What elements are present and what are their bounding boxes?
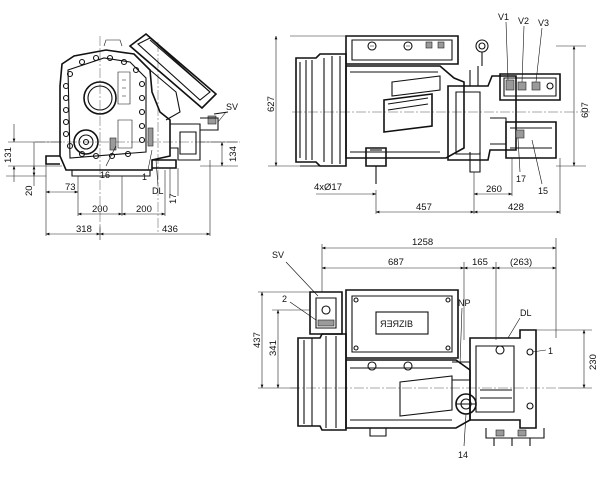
dim-318: 318: [76, 224, 92, 235]
label-dl-side: DL: [152, 186, 164, 196]
dim-73: 73: [65, 182, 76, 193]
label-14: 14: [458, 450, 468, 460]
label-17-front: 17: [516, 174, 526, 184]
dim-457: 457: [416, 202, 432, 213]
side-view: 131 20 134 17 73 200 200 318 436 16 1: [3, 32, 240, 240]
dim-428: 428: [508, 202, 524, 213]
label-v1: V1: [498, 12, 509, 22]
dim-607: 607: [580, 102, 591, 118]
label-15: 15: [538, 186, 548, 196]
dim-230: 230: [588, 354, 599, 370]
label-v2: V2: [518, 16, 529, 26]
dim-1258: 1258: [412, 237, 433, 248]
label-np: NP: [458, 298, 471, 308]
label-sv-side: SV: [226, 102, 238, 112]
label-dl-top: DL: [520, 308, 532, 318]
dim-437: 437: [252, 332, 263, 348]
dim-holes: 4xØ17: [314, 182, 342, 193]
label-1-side: 1: [142, 172, 147, 182]
dim-687: 687: [388, 257, 404, 268]
label-16: 16: [100, 170, 110, 180]
front-view: 627 607 4xØ17 457 428 260 V1 V2 V3 17 15: [266, 12, 591, 214]
dim-17-side: 17: [168, 193, 179, 204]
bolt-pattern: [62, 54, 146, 160]
dim-20: 20: [24, 185, 35, 196]
label-1-top: 1: [548, 346, 553, 356]
dim-134: 134: [228, 146, 239, 162]
label-2: 2: [282, 294, 287, 304]
dim-263: (263): [510, 257, 532, 268]
dim-200-right: 200: [136, 204, 152, 215]
nameplate-text: ЯƎЯZIB: [380, 319, 413, 329]
dim-260: 260: [486, 184, 502, 195]
dim-436: 436: [162, 224, 178, 235]
dim-131: 131: [3, 147, 14, 163]
dim-627: 627: [266, 96, 277, 112]
top-view: ЯƎЯZIB 1258 687 165 (2: [252, 237, 599, 460]
dim-341: 341: [268, 340, 279, 356]
label-v3: V3: [538, 18, 549, 28]
dim-165: 165: [472, 257, 488, 268]
label-sv-top: SV: [272, 250, 284, 260]
dim-200-left: 200: [92, 204, 108, 215]
